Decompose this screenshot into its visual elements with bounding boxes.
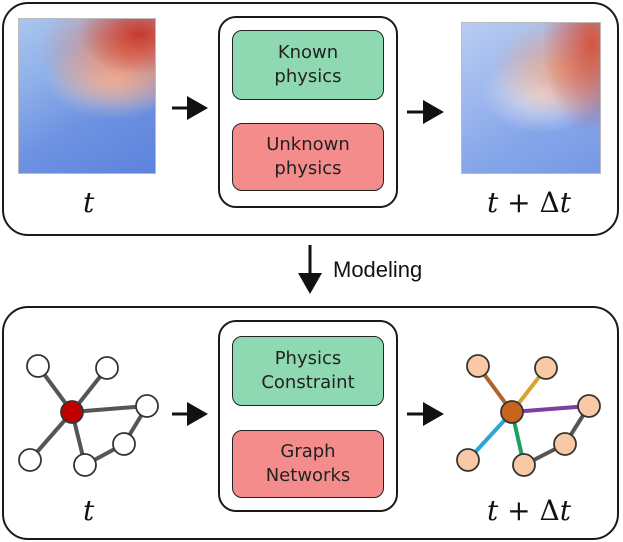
graph-node (73, 453, 97, 477)
graph-center-node (60, 400, 84, 424)
unknown-physics-box: Unknown physics (232, 123, 384, 191)
plus-delta: + Δ (507, 494, 560, 527)
graph-node (534, 356, 558, 380)
time-var-2: t (559, 186, 572, 219)
physics-constraint-box: Physics Constraint (232, 336, 384, 406)
graph-node (26, 354, 50, 378)
graph-node (577, 394, 601, 418)
bottom-output-time-label: t + Δt (487, 494, 571, 527)
graph-node (135, 394, 159, 418)
output-graph-nodes (456, 354, 601, 477)
output-temperature-map (461, 22, 601, 174)
graph-node (95, 356, 119, 380)
graph-networks-box: Graph Networks (232, 430, 384, 498)
graph-edge (71, 404, 148, 414)
time-var: t (487, 186, 499, 219)
time-var: t (487, 494, 499, 527)
modeling-label: Modeling (333, 257, 423, 282)
graph-center-node (500, 400, 524, 424)
top-output-time-label: t + Δt (487, 186, 571, 219)
time-var: t (83, 186, 95, 219)
time-var-2: t (559, 494, 572, 527)
graph-node (456, 448, 480, 472)
bottom-input-time-label: t (83, 494, 94, 527)
plus-delta: + Δ (507, 186, 560, 219)
graph-edge-purple (511, 404, 590, 414)
graph-node (18, 448, 42, 472)
graph-node (112, 432, 136, 456)
time-var: t (83, 494, 95, 527)
input-temperature-map (18, 18, 156, 174)
graph-node (553, 432, 577, 456)
input-graph-nodes (18, 354, 159, 477)
graph-node (466, 354, 490, 378)
known-physics-box: Known physics (232, 30, 384, 100)
graph-node (512, 453, 536, 477)
top-input-time-label: t (83, 186, 94, 219)
